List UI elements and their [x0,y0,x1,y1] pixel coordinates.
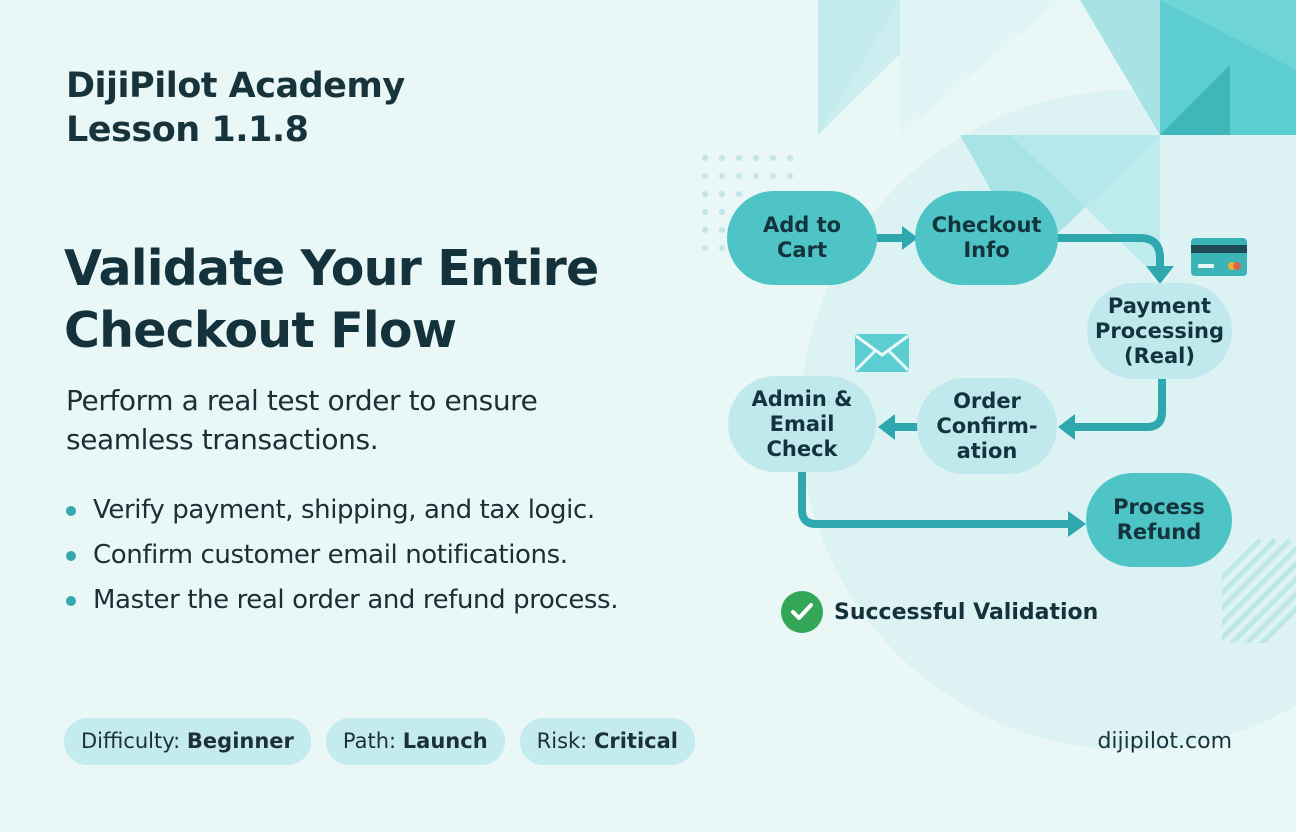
success-indicator: Successful Validation [781,591,1098,633]
bullet-item: Confirm customer email notifications. [66,533,618,578]
bullet-text: Master the real order and refund process… [93,585,619,615]
tag-label: Path: [342,729,397,753]
academy-title: DijiPilot Academy [66,66,405,106]
node-line: Confirm- [936,413,1038,438]
tag-row: Difficulty: Beginner Path: Launch Risk: … [64,718,695,765]
tag-value: Critical [593,729,678,753]
bg-stripes [1222,538,1296,643]
node-line: (Real) [1124,343,1195,368]
node-line: Checkout [931,213,1042,237]
node-line: Email [769,411,835,436]
path-tag: Path: Launch [325,718,505,765]
bullet-item: Verify payment, shipping, and tax logic. [66,488,618,533]
node-line: Payment [1107,293,1212,318]
bg-triangle [900,0,1060,135]
bg-triangle [1160,65,1230,135]
node-line: Add to [762,213,842,237]
bullet-dot-icon [66,551,76,561]
bg-triangle [1160,0,1296,70]
node-line: Refund [1116,520,1202,544]
bullet-text: Confirm customer email notifications. [93,540,568,570]
tag-label: Risk: [536,729,588,753]
subtitle-line: Perform a real test order to ensure [66,384,538,417]
subtitle-line: seamless transactions. [66,423,379,456]
bullet-dot-icon [66,506,76,516]
node-line: Info [963,238,1010,262]
success-label: Successful Validation [834,599,1099,625]
bg-triangle [1080,0,1160,135]
node-line: Order [953,388,1021,413]
site-domain: dijipilot.com [1097,729,1232,754]
page-title-line: Validate Your Entire [64,240,599,297]
envelope-icon [854,334,910,372]
bullet-list: Verify payment, shipping, and tax logic.… [66,488,618,623]
page-title-line: Checkout Flow [64,302,457,359]
node-line: Check [766,436,838,461]
check-circle-icon [781,591,823,633]
bg-dot-grid [702,155,793,251]
node-line: Process [1113,495,1205,519]
lesson-number: Lesson 1.1.8 [66,110,309,150]
bullet-text: Verify payment, shipping, and tax logic. [93,495,595,525]
academy-header: DijiPilot Academy Lesson 1.1.8 [66,64,626,152]
page-title: Validate Your Entire Checkout Flow [64,238,684,362]
tag-label: Difficulty: [81,729,181,753]
credit-card-icon [1191,238,1247,276]
node-line: ation [956,438,1018,463]
node-line: Processing [1094,318,1225,343]
node-line: Cart [777,238,827,262]
risk-tag: Risk: Critical [519,718,695,765]
difficulty-tag: Difficulty: Beginner [64,718,311,765]
bullet-item: Master the real order and refund process… [66,578,618,623]
node-line: Admin & [751,386,853,411]
bullet-dot-icon [66,596,76,606]
tag-value: Launch [402,729,488,753]
subtitle: Perform a real test order to ensure seam… [66,381,666,459]
tag-value: Beginner [186,729,294,753]
